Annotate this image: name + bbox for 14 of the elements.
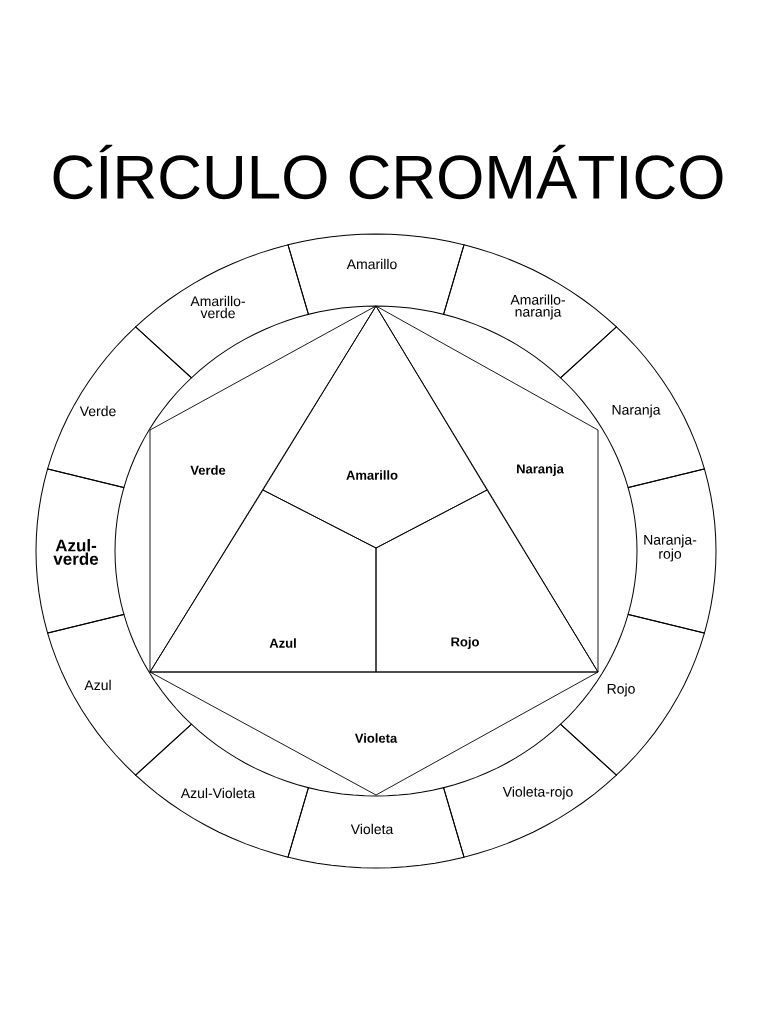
ring-segment: Naranja-rojo [627, 468, 717, 634]
ring-segment: Rojo [560, 613, 705, 776]
color-region: Azul [149, 489, 377, 673]
ring-segment: Amarillo-verde [135, 244, 309, 379]
ring-segment: Azul-verde [35, 468, 125, 634]
ring-segment: Violeta-rojo [443, 723, 617, 858]
title-text: CÍRCULO CROMÁTICO [53, 144, 723, 200]
color-region: Amarillo [262, 305, 488, 549]
ring-segment: Violeta [287, 787, 465, 869]
ring-segment: Azul-Violeta [135, 723, 309, 858]
color-region: Rojo [375, 489, 599, 673]
ring-segment: Azul [47, 613, 192, 776]
ring-segment: Amarillo [287, 233, 465, 315]
ring-segment: Amarillo-naranja [443, 244, 617, 379]
